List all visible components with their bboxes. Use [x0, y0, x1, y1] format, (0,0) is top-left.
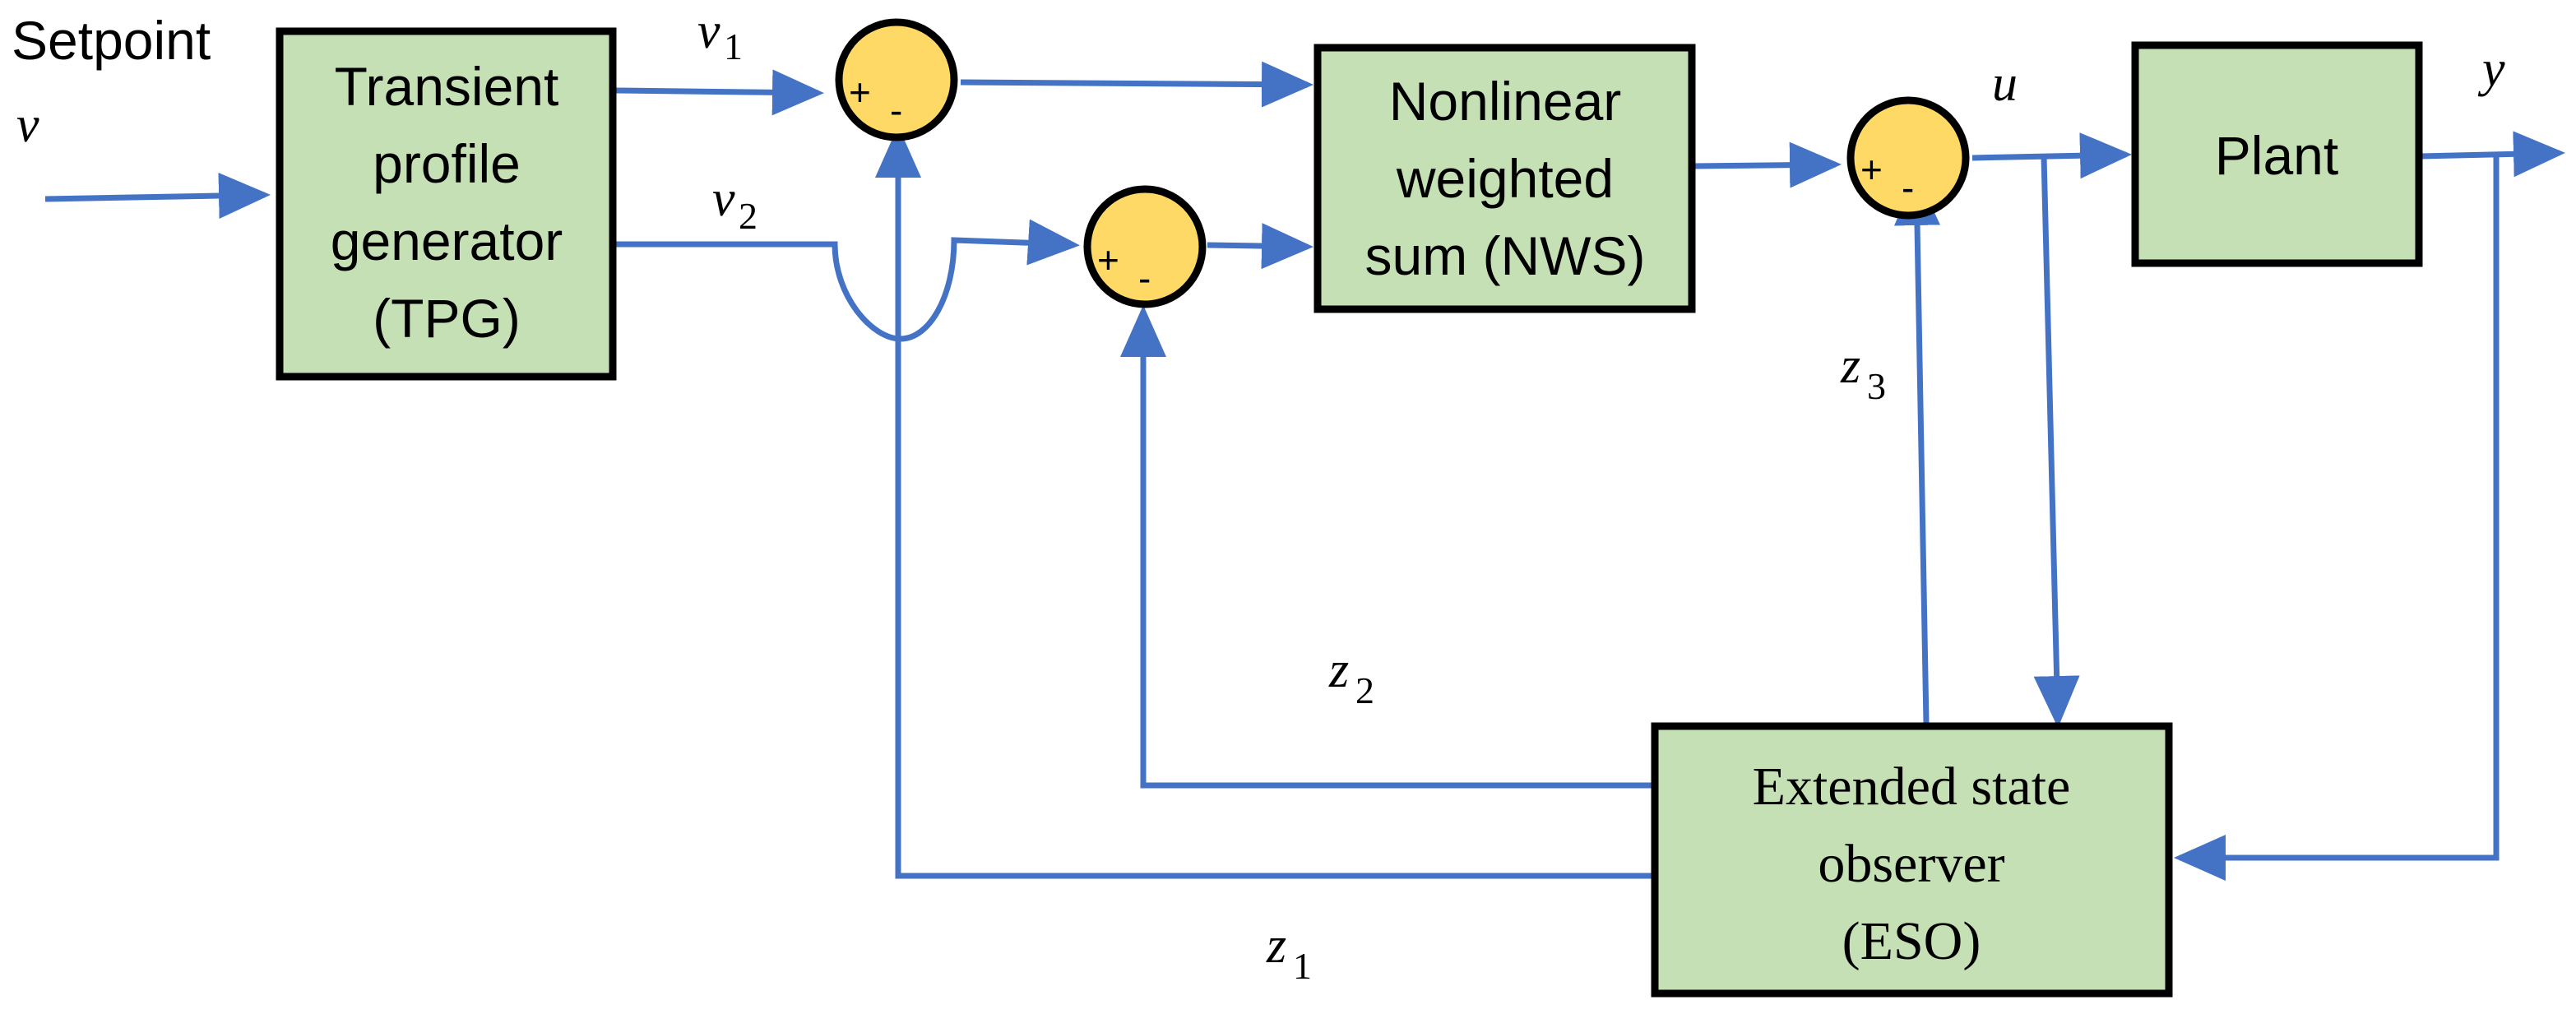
eso-block: Extended state observer (ESO): [1651, 722, 2173, 998]
plant-label: Plant: [2215, 125, 2338, 186]
tpg-label-line-2: profile: [373, 133, 521, 194]
signal-wires: [44, 61, 2565, 881]
svg-text:2: 2: [739, 195, 758, 237]
y-feedback-wire: [2174, 155, 2500, 881]
summing-junction-1: + -: [835, 18, 958, 141]
tpg-label-line-1: Transient: [335, 56, 559, 117]
junction-2-minus-sign: -: [1138, 257, 1151, 299]
y-output-arrow: [2419, 131, 2565, 178]
v2-to-junction-2-arrow: [1026, 219, 1080, 266]
z3-label: z 3: [1840, 338, 1886, 407]
z1-feedback-wire: [875, 126, 1653, 879]
tpg-block: Transient profile generator (TPG): [276, 27, 617, 381]
junction-2-plus-sign: +: [1097, 238, 1119, 281]
setpoint-input-arrow: [44, 173, 271, 220]
junction-1-to-nws-wire: [960, 61, 1313, 108]
eso-label-line-1: Extended state: [1753, 757, 2071, 817]
svg-text:z: z: [1840, 338, 1860, 394]
plant-block: Plant: [2131, 41, 2423, 267]
summing-junction-2: + -: [1083, 185, 1207, 308]
junction-1-minus-sign: -: [890, 89, 902, 132]
z2-feedback-wire: [1120, 305, 1653, 789]
summing-junction-3: + -: [1846, 96, 1970, 220]
svg-text:v: v: [697, 3, 720, 59]
tpg-label-line-3: generator: [331, 211, 563, 271]
setpoint-symbol: v: [16, 97, 39, 153]
svg-text:z: z: [1328, 642, 1349, 698]
u-wire: [1971, 132, 2132, 179]
junction-3-minus-sign: -: [1902, 166, 1914, 209]
nws-label-line-1: Nonlinear: [1389, 71, 1622, 132]
u-to-eso-wire: [2033, 155, 2080, 728]
setpoint-label: Setpoint: [12, 10, 211, 71]
svg-text:v: v: [712, 171, 735, 227]
nws-label-line-2: weighted: [1396, 148, 1614, 209]
svg-text:z: z: [1266, 918, 1286, 974]
nws-to-junction-3-wire: [1692, 141, 1842, 188]
junction-2-to-nws-wire: [1207, 223, 1313, 270]
svg-text:3: 3: [1867, 365, 1886, 407]
z3-feedback-wire: [1894, 174, 1941, 725]
svg-text:1: 1: [724, 25, 743, 67]
v1-wire: [614, 69, 824, 116]
eso-label-line-2: observer: [1818, 834, 2004, 894]
svg-text:1: 1: [1293, 945, 1312, 987]
y-label: y: [2477, 41, 2505, 97]
z2-label: z 2: [1328, 642, 1374, 711]
nws-label-line-3: sum (NWS): [1365, 225, 1646, 286]
v1-label: v 1: [697, 3, 743, 67]
nws-block: Nonlinear weighted sum (NWS): [1313, 44, 1696, 313]
u-label: u: [1992, 56, 2018, 112]
tpg-label-line-4: (TPG): [373, 288, 521, 349]
v2-wire-with-crossover: [615, 237, 1070, 342]
z1-label: z 1: [1266, 918, 1312, 987]
v2-label: v 2: [712, 171, 758, 237]
junction-1-plus-sign: +: [849, 71, 871, 113]
eso-label-line-3: (ESO): [1842, 911, 1981, 971]
svg-text:2: 2: [1355, 669, 1374, 711]
junction-3-plus-sign: +: [1860, 148, 1883, 191]
